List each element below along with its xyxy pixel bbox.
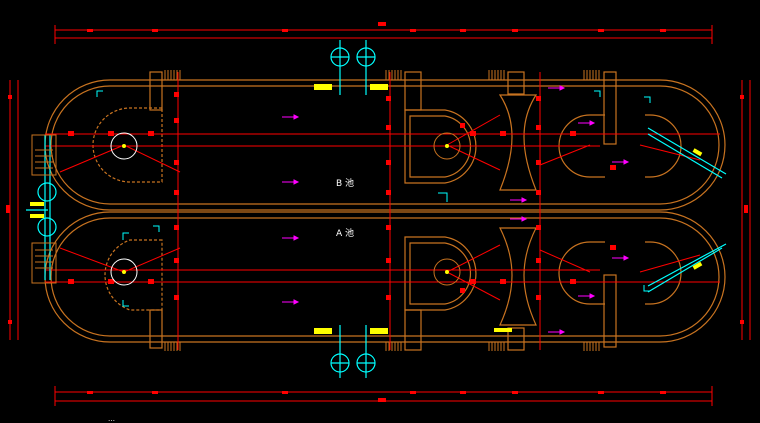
valve-icon bbox=[356, 40, 376, 95]
valve-icon bbox=[330, 325, 350, 378]
left-inlet-chamber bbox=[31, 134, 57, 284]
compartments bbox=[92, 71, 682, 351]
valve-icon bbox=[330, 40, 350, 95]
yellow-markers bbox=[30, 84, 703, 334]
pipeline-markers bbox=[68, 92, 616, 300]
mixers bbox=[110, 132, 461, 286]
pipelines bbox=[45, 72, 720, 350]
gratings bbox=[164, 70, 600, 351]
valve-icon bbox=[356, 325, 376, 378]
tank-a-label: A 池 bbox=[336, 227, 354, 239]
tank-b-label: B 池 bbox=[336, 177, 354, 189]
outlet-pipes bbox=[647, 127, 727, 293]
flow-arrow-icon bbox=[282, 85, 630, 335]
section-marks bbox=[96, 90, 651, 307]
dimension-lines bbox=[9, 25, 751, 406]
dimension-ticks bbox=[6, 22, 748, 402]
tank-outlines bbox=[44, 79, 726, 343]
drawing-caption: … bbox=[108, 415, 115, 423]
